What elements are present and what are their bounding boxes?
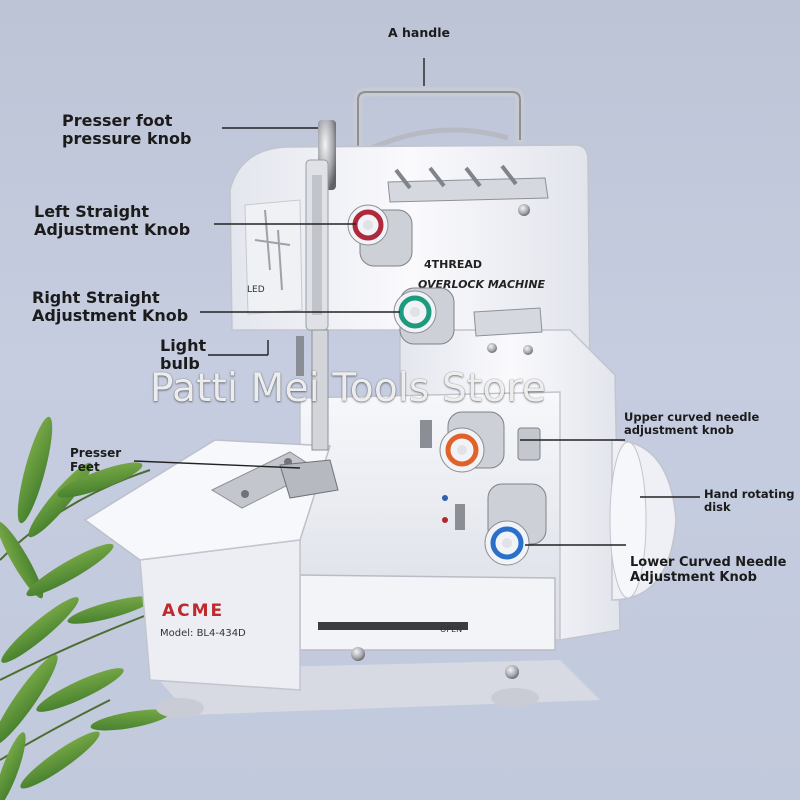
label-line: pressure knob bbox=[62, 129, 192, 149]
handle bbox=[353, 87, 525, 155]
panel-text-thread: 4THREAD bbox=[424, 258, 482, 271]
right-straight-knob bbox=[393, 287, 455, 345]
label-left-straight-knob: Left Straight Adjustment Knob bbox=[34, 202, 191, 240]
side-panel: LED bbox=[244, 199, 303, 315]
label-line: adjustment knob bbox=[624, 423, 734, 438]
label-handle: A handle bbox=[388, 25, 450, 40]
leader-lines bbox=[133, 58, 700, 546]
needle-assembly bbox=[279, 120, 339, 499]
label-line: Adjustment Knob bbox=[34, 220, 191, 240]
label-line: Lower Curved Needle bbox=[630, 555, 787, 570]
label-right-straight-knob: Right Straight Adjustment Knob bbox=[32, 288, 189, 326]
label-light-bulb: Light bulb bbox=[160, 336, 207, 374]
label-line: Feet bbox=[70, 459, 100, 474]
open-label: OPEN bbox=[440, 625, 462, 634]
label-line: Presser foot bbox=[62, 111, 173, 130]
label-line: disk bbox=[704, 500, 731, 515]
led-label: LED bbox=[247, 285, 265, 295]
label-line: Left Straight bbox=[34, 202, 150, 221]
front-controls bbox=[420, 420, 541, 530]
panel-text-overlock: OVERLOCK MACHINE bbox=[418, 278, 546, 291]
label-line: Light bbox=[160, 336, 207, 355]
label-line: Hand rotating bbox=[704, 487, 795, 501]
label-line: Upper curved needle bbox=[624, 410, 760, 424]
label-line: Adjustment Knob bbox=[32, 306, 189, 326]
model-label: Model: BL4-434D bbox=[160, 628, 246, 639]
upper-curved-knob bbox=[439, 411, 505, 473]
lower-curved-knob bbox=[484, 483, 547, 566]
thread-guides bbox=[387, 164, 549, 355]
store-watermark: Patti Mei Tools Store bbox=[150, 366, 547, 411]
label-presser-feet: Presser Feet bbox=[70, 446, 122, 475]
label-line: Adjustment Knob bbox=[630, 569, 757, 585]
brand-logo: ACME bbox=[162, 601, 224, 621]
plant-leaves bbox=[0, 416, 170, 800]
label-line: Right Straight bbox=[32, 288, 160, 307]
label-line: Presser bbox=[70, 446, 122, 460]
label-upper-curved-knob: Upper curved needle adjustment knob bbox=[624, 410, 760, 438]
label-presser-foot-knob: Presser foot pressure knob bbox=[62, 111, 192, 149]
left-straight-knob bbox=[347, 204, 413, 267]
label-line: bulb bbox=[160, 354, 200, 374]
label-hand-rotating-disk: Hand rotating disk bbox=[704, 487, 795, 515]
label-lower-curved-knob: Lower Curved Needle Adjustment Knob bbox=[630, 555, 787, 586]
